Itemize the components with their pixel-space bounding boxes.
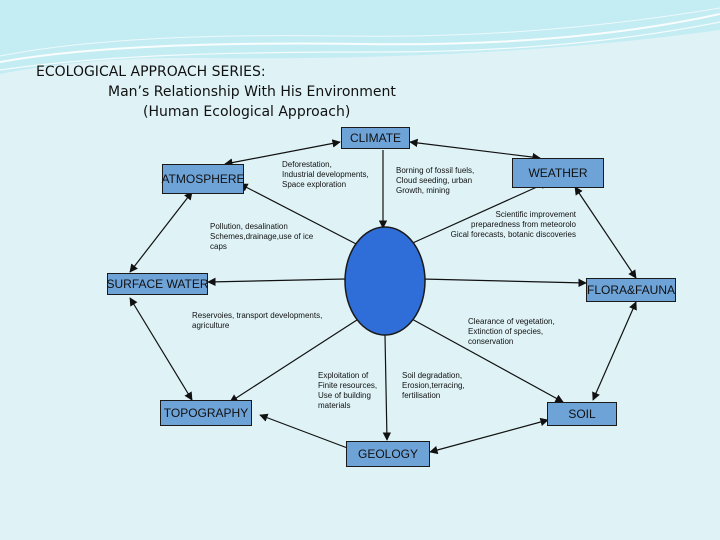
node-surface-water: SURFACE WATER — [107, 273, 209, 295]
connector-climate-weather — [409, 138, 541, 162]
annotation-line: Growth, mining — [396, 186, 450, 195]
spoke-connectors — [207, 150, 587, 441]
annotation-surface-water-bottom: Reservoies, transport developments, agri… — [192, 311, 322, 331]
connector-flora-soil — [592, 301, 637, 401]
cycle-connectors — [129, 138, 637, 455]
annotation-climate: Borning of fossil fuels, Cloud seeding, … — [396, 166, 474, 196]
annotation-surface-water-top: Pollution, desalination Schemes,drainage… — [210, 222, 313, 252]
annotation-topography: Exploitation of Finite resources, Use of… — [318, 371, 377, 411]
page-subtitle-secondary: (Human Ecological Approach) — [143, 104, 351, 120]
annotation-line: fertilisation — [402, 391, 441, 400]
annotation-line: Reservoies, transport developments, — [192, 311, 323, 320]
spoke-flora-fauna — [421, 278, 587, 288]
annotation-line: Space exploration — [282, 180, 347, 189]
annotation-line: Finite resources, — [318, 381, 378, 390]
page-subtitle: Man’s Relationship With His Environment — [108, 84, 396, 100]
node-weather: WEATHER — [512, 158, 604, 188]
annotation-line: Gical forecasts, botanic discoveries — [450, 230, 576, 239]
header-wave-decoration — [0, 0, 720, 74]
annotation-line: Exploitation of — [318, 371, 369, 380]
annotation-flora-fauna: Clearance of vegetation, Extinction of s… — [468, 317, 555, 347]
annotation-line: Soil degradation, — [402, 371, 463, 380]
spoke-atmosphere — [239, 183, 363, 248]
series-title: ECOLOGICAL APPROACH SERIES: — [36, 64, 266, 80]
node-climate: CLIMATE — [341, 127, 410, 149]
spoke-weather — [405, 181, 549, 247]
annotation-line: Clearance of vegetation, — [468, 317, 555, 326]
spoke-surface-water — [207, 277, 346, 287]
annotation-atmosphere: Deforestation, Industrial developments, … — [282, 160, 369, 190]
spoke-geology — [382, 334, 392, 441]
annotation-line: Borning of fossil fuels, — [396, 166, 475, 175]
annotation-line: caps — [210, 242, 227, 251]
spoke-soil — [409, 317, 564, 403]
annotation-line: Use of building — [318, 391, 371, 400]
node-soil: SOIL — [547, 402, 617, 426]
connector-atmosphere-climate — [224, 139, 341, 167]
annotation-line: Cloud seeding, urban — [396, 176, 473, 185]
node-atmosphere: ATMOSPHERE — [161, 164, 245, 194]
annotation-line: Industrial developments, — [282, 170, 369, 179]
center-human-node — [344, 226, 426, 336]
connector-topography-surface — [129, 297, 193, 401]
node-flora-fauna: FLORA&FAUNA — [586, 278, 676, 302]
node-topography: TOPOGRAPHY — [160, 400, 252, 426]
annotation-line: Deforestation, — [282, 160, 332, 169]
connector-weather-flora — [574, 186, 637, 279]
annotation-line: conservation — [468, 337, 514, 346]
annotation-line: Pollution, desalination — [210, 222, 288, 231]
annotation-line: Schemes,drainage,use of ice — [210, 232, 314, 241]
annotation-weather: Scientific improvement preparedness from… — [438, 210, 576, 240]
node-geology: GEOLOGY — [346, 441, 430, 467]
annotation-line: materials — [318, 401, 351, 410]
spoke-topography — [229, 317, 361, 403]
connector-soil-geology — [429, 417, 549, 455]
connector-geology-topography — [259, 413, 359, 454]
annotation-line: Erosion,terracing, — [402, 381, 465, 390]
annotation-line: agriculture — [192, 321, 230, 330]
annotation-line: preparedness from meteorolo — [471, 220, 576, 229]
annotation-soil: Soil degradation, Erosion,terracing, fer… — [402, 371, 465, 401]
connector-surface-atmosphere — [129, 191, 193, 273]
annotation-line: Scientific improvement — [495, 210, 576, 219]
annotation-line: Extinction of species, — [468, 327, 544, 336]
